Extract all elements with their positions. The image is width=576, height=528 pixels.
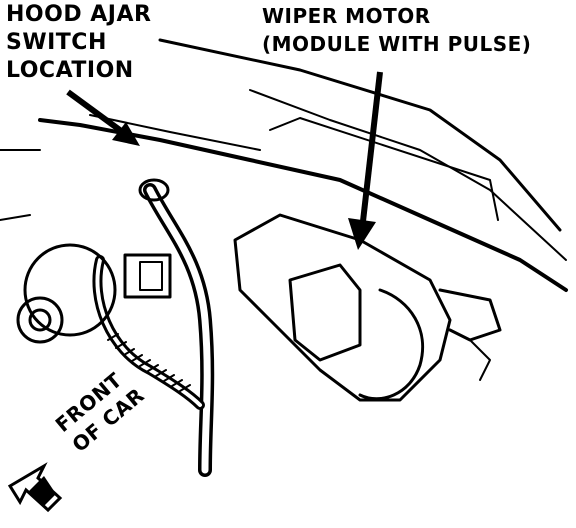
hood-edge-inner [89, 114, 261, 151]
connector-face [139, 261, 163, 291]
hood-ajar-line-1: HOOD AJAR [6, 2, 152, 27]
wiper-motor-line-1: WIPER MOTOR [262, 4, 431, 28]
wire-branch-core [95, 258, 202, 407]
grommet [138, 178, 170, 202]
wiper-mount [469, 339, 491, 381]
hood-ajar-switch-label: HOOD AJAR SWITCH LOCATION [6, 4, 151, 88]
conduit-ribs [107, 333, 191, 392]
cowl-panel [269, 117, 499, 221]
left-motor-hub [28, 308, 52, 332]
wiper-linkage [438, 288, 502, 342]
left-motor-outer [23, 243, 117, 337]
hood-ajar-line-3: LOCATION [6, 58, 134, 83]
hood-ajar-line-2: SWITCH [6, 30, 107, 55]
left-motor-cap [16, 296, 64, 344]
wiper-motor-gearbox [358, 288, 425, 401]
wire-harness-core [146, 186, 211, 474]
cowl-inner [249, 89, 567, 261]
fender-line [0, 149, 41, 221]
connector-body [123, 253, 172, 299]
hood-edge [38, 118, 568, 292]
wiper-motor-arrow-icon [348, 71, 383, 250]
hood-ajar-arrow-icon [66, 89, 140, 146]
wiper-motor-label: WIPER MOTOR (MODULE WITH PULSE) [262, 6, 531, 62]
wiper-motor-line-2: (MODULE WITH PULSE) [262, 32, 532, 56]
cowl-outline [158, 38, 562, 232]
wire-harness-main [143, 183, 215, 477]
wiper-motor-module [288, 263, 362, 362]
front-direction-arrow-icon [7, 462, 63, 513]
wiper-motor-housing [233, 213, 452, 402]
